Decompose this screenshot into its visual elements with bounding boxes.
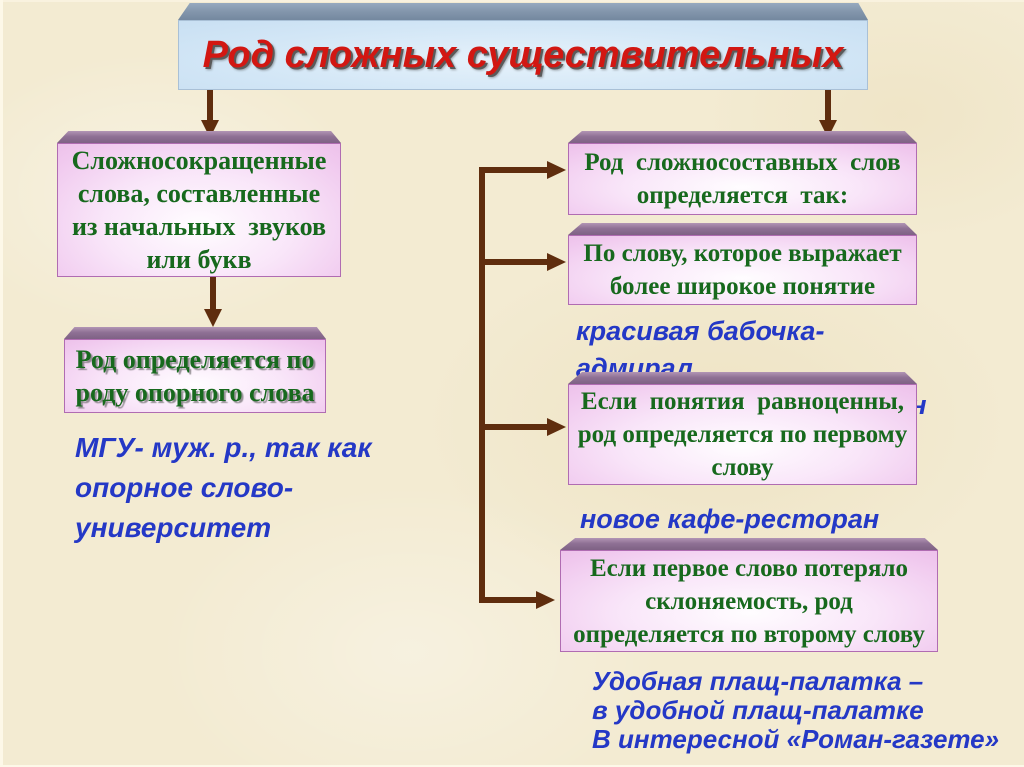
arrow-right-trunk: [479, 161, 566, 609]
arrow-title-to-left: [201, 90, 219, 138]
title-box-face: Род сложных существительных: [178, 20, 868, 90]
right-box-lost-declension-text: Если первое слово потеряло склоняемость,…: [573, 554, 925, 648]
left-box-rule: Род определяется по роду опорного слова: [64, 327, 326, 413]
page-title: Род сложных существительных: [202, 33, 844, 76]
title-box: Род сложных существительных: [178, 3, 868, 90]
right-box-broader-top-face: [568, 223, 917, 235]
right-box-broader-concept: По слову, которое выражает более широкое…: [568, 223, 917, 305]
title-box-top-face: [178, 3, 868, 20]
right-box-equal-face: Если понятия равноценны, род определяетс…: [568, 384, 917, 485]
right-box-lost-declension: Если первое слово потеряло склоняемость,…: [560, 538, 938, 652]
right-box-equal-concepts: Если понятия равноценны, род определяетс…: [568, 372, 917, 485]
example-mgu: МГУ- муж. р., так как опорное слово- уни…: [75, 432, 372, 543]
arrow-left-box1-to-box2: [204, 277, 222, 327]
right-box-lost-declension-top-face: [560, 538, 938, 550]
right-box-lost-declension-face: Если первое слово потеряло склоняемость,…: [560, 550, 938, 652]
right-box-equal-text: Если понятия равноценны, род определяетс…: [577, 388, 908, 481]
arrow-title-to-right: [819, 90, 837, 138]
left-box-abbreviation-face: Сложносокращенные слова, составленные из…: [57, 143, 341, 277]
right-box-equal-top-face: [568, 372, 917, 384]
right-box-header-top-face: [568, 131, 917, 143]
right-box-header-face: Род сложносоставных слов определяется та…: [568, 143, 917, 215]
right-box-header-text: Род сложносоставных слов определяется та…: [584, 149, 901, 209]
right-box-broader-text: По слову, которое выражает более широкое…: [583, 240, 902, 300]
left-box-abbreviation-text: Сложносокращенные слова, составленные из…: [71, 146, 327, 274]
example-cafe: новое кафе-ресторан: [580, 504, 880, 534]
right-box-header: Род сложносоставных слов определяется та…: [568, 131, 917, 215]
left-box-abbreviation: Сложносокращенные слова, составленные из…: [57, 131, 341, 277]
example-tent: Удобная плащ-палатка – в удобной плащ-па…: [592, 666, 1000, 754]
left-box-rule-text: Род определяется по роду опорного слова: [75, 345, 315, 407]
left-box-rule-face: Род определяется по роду опорного слова: [64, 339, 326, 413]
left-box-abbreviation-top-face: [57, 131, 341, 143]
left-box-rule-top-face: [64, 327, 326, 339]
right-box-broader-face: По слову, которое выражает более широкое…: [568, 235, 917, 305]
